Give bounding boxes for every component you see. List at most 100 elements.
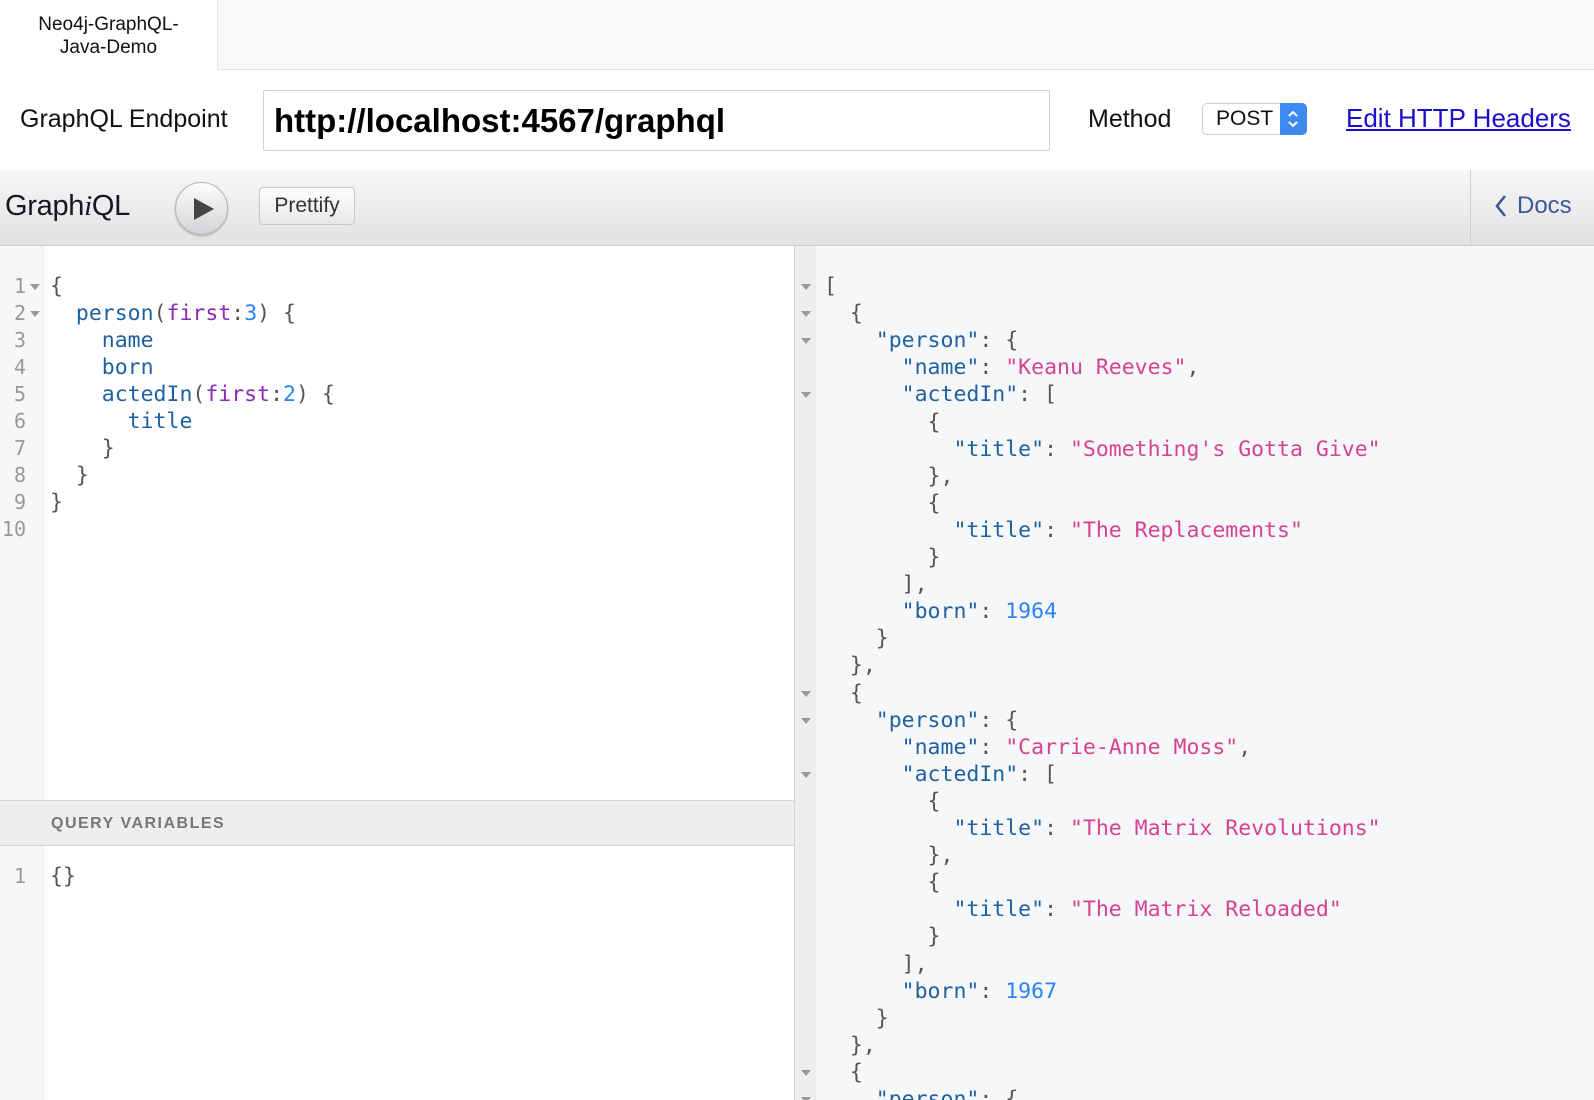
code-token [824,599,902,624]
query-gutter [0,246,44,800]
code-line: { [824,300,863,327]
code-token: }, [824,653,876,679]
code-token [824,897,953,922]
code-token: "person" [875,707,980,733]
docs-button[interactable]: Docs [1495,192,1572,220]
code-line: }, [824,652,876,679]
line-number: 6 [13,409,26,433]
method-select[interactable]: POST [1202,103,1307,135]
code-line: }, [824,842,954,869]
fold-toggle-icon[interactable] [801,284,811,290]
code-token: "name" [901,734,980,760]
code-token: [ [824,274,837,299]
code-token: actedIn [101,382,193,407]
play-icon [194,198,214,220]
line-number: 3 [13,328,26,352]
code-line: }, [824,1032,876,1059]
code-line: { [824,1059,863,1086]
code-line: } [50,435,115,462]
code-token: { [824,1059,863,1085]
fold-toggle-icon[interactable] [801,690,811,697]
edit-http-headers-link[interactable]: Edit HTTP Headers [1346,103,1571,133]
code-token: } [824,545,941,570]
code-token: , [1238,734,1252,760]
code-line: }, [824,463,954,490]
code-token: : [979,355,1006,381]
code-token: }, [824,463,954,489]
code-line: { [824,869,941,896]
code-token: "name" [901,355,980,381]
query-variables-header[interactable]: QUERY VARIABLES [0,800,794,846]
code-token: }, [824,1032,876,1058]
code-token: : [ [1018,382,1058,408]
fold-toggle-icon[interactable] [30,284,40,290]
docs-label: Docs [1517,192,1572,219]
fold-toggle-icon[interactable] [801,1097,811,1100]
tab-label: Neo4j-GraphQL-Java-Demo [38,13,179,58]
code-token: : { [979,707,1019,733]
code-token: { [824,788,941,814]
code-token: } [50,490,63,515]
code-line: title [50,408,193,435]
execute-query-button[interactable] [175,182,228,235]
code-token: } [824,626,889,652]
code-line: } [824,1005,889,1032]
fold-toggle-icon[interactable] [801,771,811,778]
line-number: 7 [13,436,26,460]
variables-editor[interactable]: 1 {} [0,846,794,1100]
code-token [824,735,902,760]
tab-bar: Neo4j-GraphQL-Java-Demo [0,0,1594,71]
code-token: "actedIn" [901,382,1019,408]
method-label: Method [1088,105,1172,133]
code-token: first [205,382,271,407]
code-line: {} [50,863,76,890]
line-number: 1 [13,864,26,888]
code-token: name [101,328,154,353]
code-token: 3 [244,301,258,326]
line-number: 8 [13,463,26,487]
code-token: : [1044,897,1070,923]
prettify-button[interactable]: Prettify [259,187,355,225]
fold-toggle-icon[interactable] [801,311,811,318]
code-token: "title" [953,436,1045,462]
fold-toggle-icon[interactable] [801,392,811,399]
code-token [824,708,876,733]
code-token: "title" [953,816,1045,841]
endpoint-bar: GraphQL Endpoint Method POST Edit HTTP H… [0,70,1594,170]
code-token: : [979,978,1006,1004]
code-token: { [50,274,63,299]
fold-toggle-icon[interactable] [801,1069,811,1076]
code-token [824,1087,876,1100]
code-token: { [824,680,863,706]
code-token [824,816,953,841]
code-token: first [166,301,232,326]
code-token: "person" [875,328,980,354]
code-token: born [101,355,154,380]
code-token: 2 [283,382,296,407]
code-line: "person": { [824,327,1018,354]
code-line: } [50,462,89,489]
code-token: : { [979,328,1019,354]
chevron-left-icon [1495,195,1507,217]
line-number: 5 [13,382,26,406]
method-value: POST [1216,107,1274,130]
code-line: "person": { [824,707,1018,734]
code-line: born [50,354,154,381]
code-token: : [979,599,1006,625]
code-line: "person": { [824,1086,1018,1100]
code-token: : [231,301,245,326]
code-line: actedIn(first:2) { [50,381,335,408]
editor-result-divider[interactable] [794,246,816,1100]
code-token: "title" [953,897,1045,923]
endpoint-url-input[interactable] [263,90,1050,151]
fold-toggle-icon[interactable] [30,311,40,317]
fold-toggle-icon[interactable] [801,717,811,724]
code-token [824,979,902,1004]
tab-neo4j-graphql-java-demo[interactable]: Neo4j-GraphQL-Java-Demo [0,0,218,71]
line-number: 2 [13,301,26,325]
code-token: { [824,301,863,327]
code-token: "born" [901,599,980,625]
code-token: "actedIn" [901,761,1019,787]
fold-toggle-icon[interactable] [801,338,811,345]
